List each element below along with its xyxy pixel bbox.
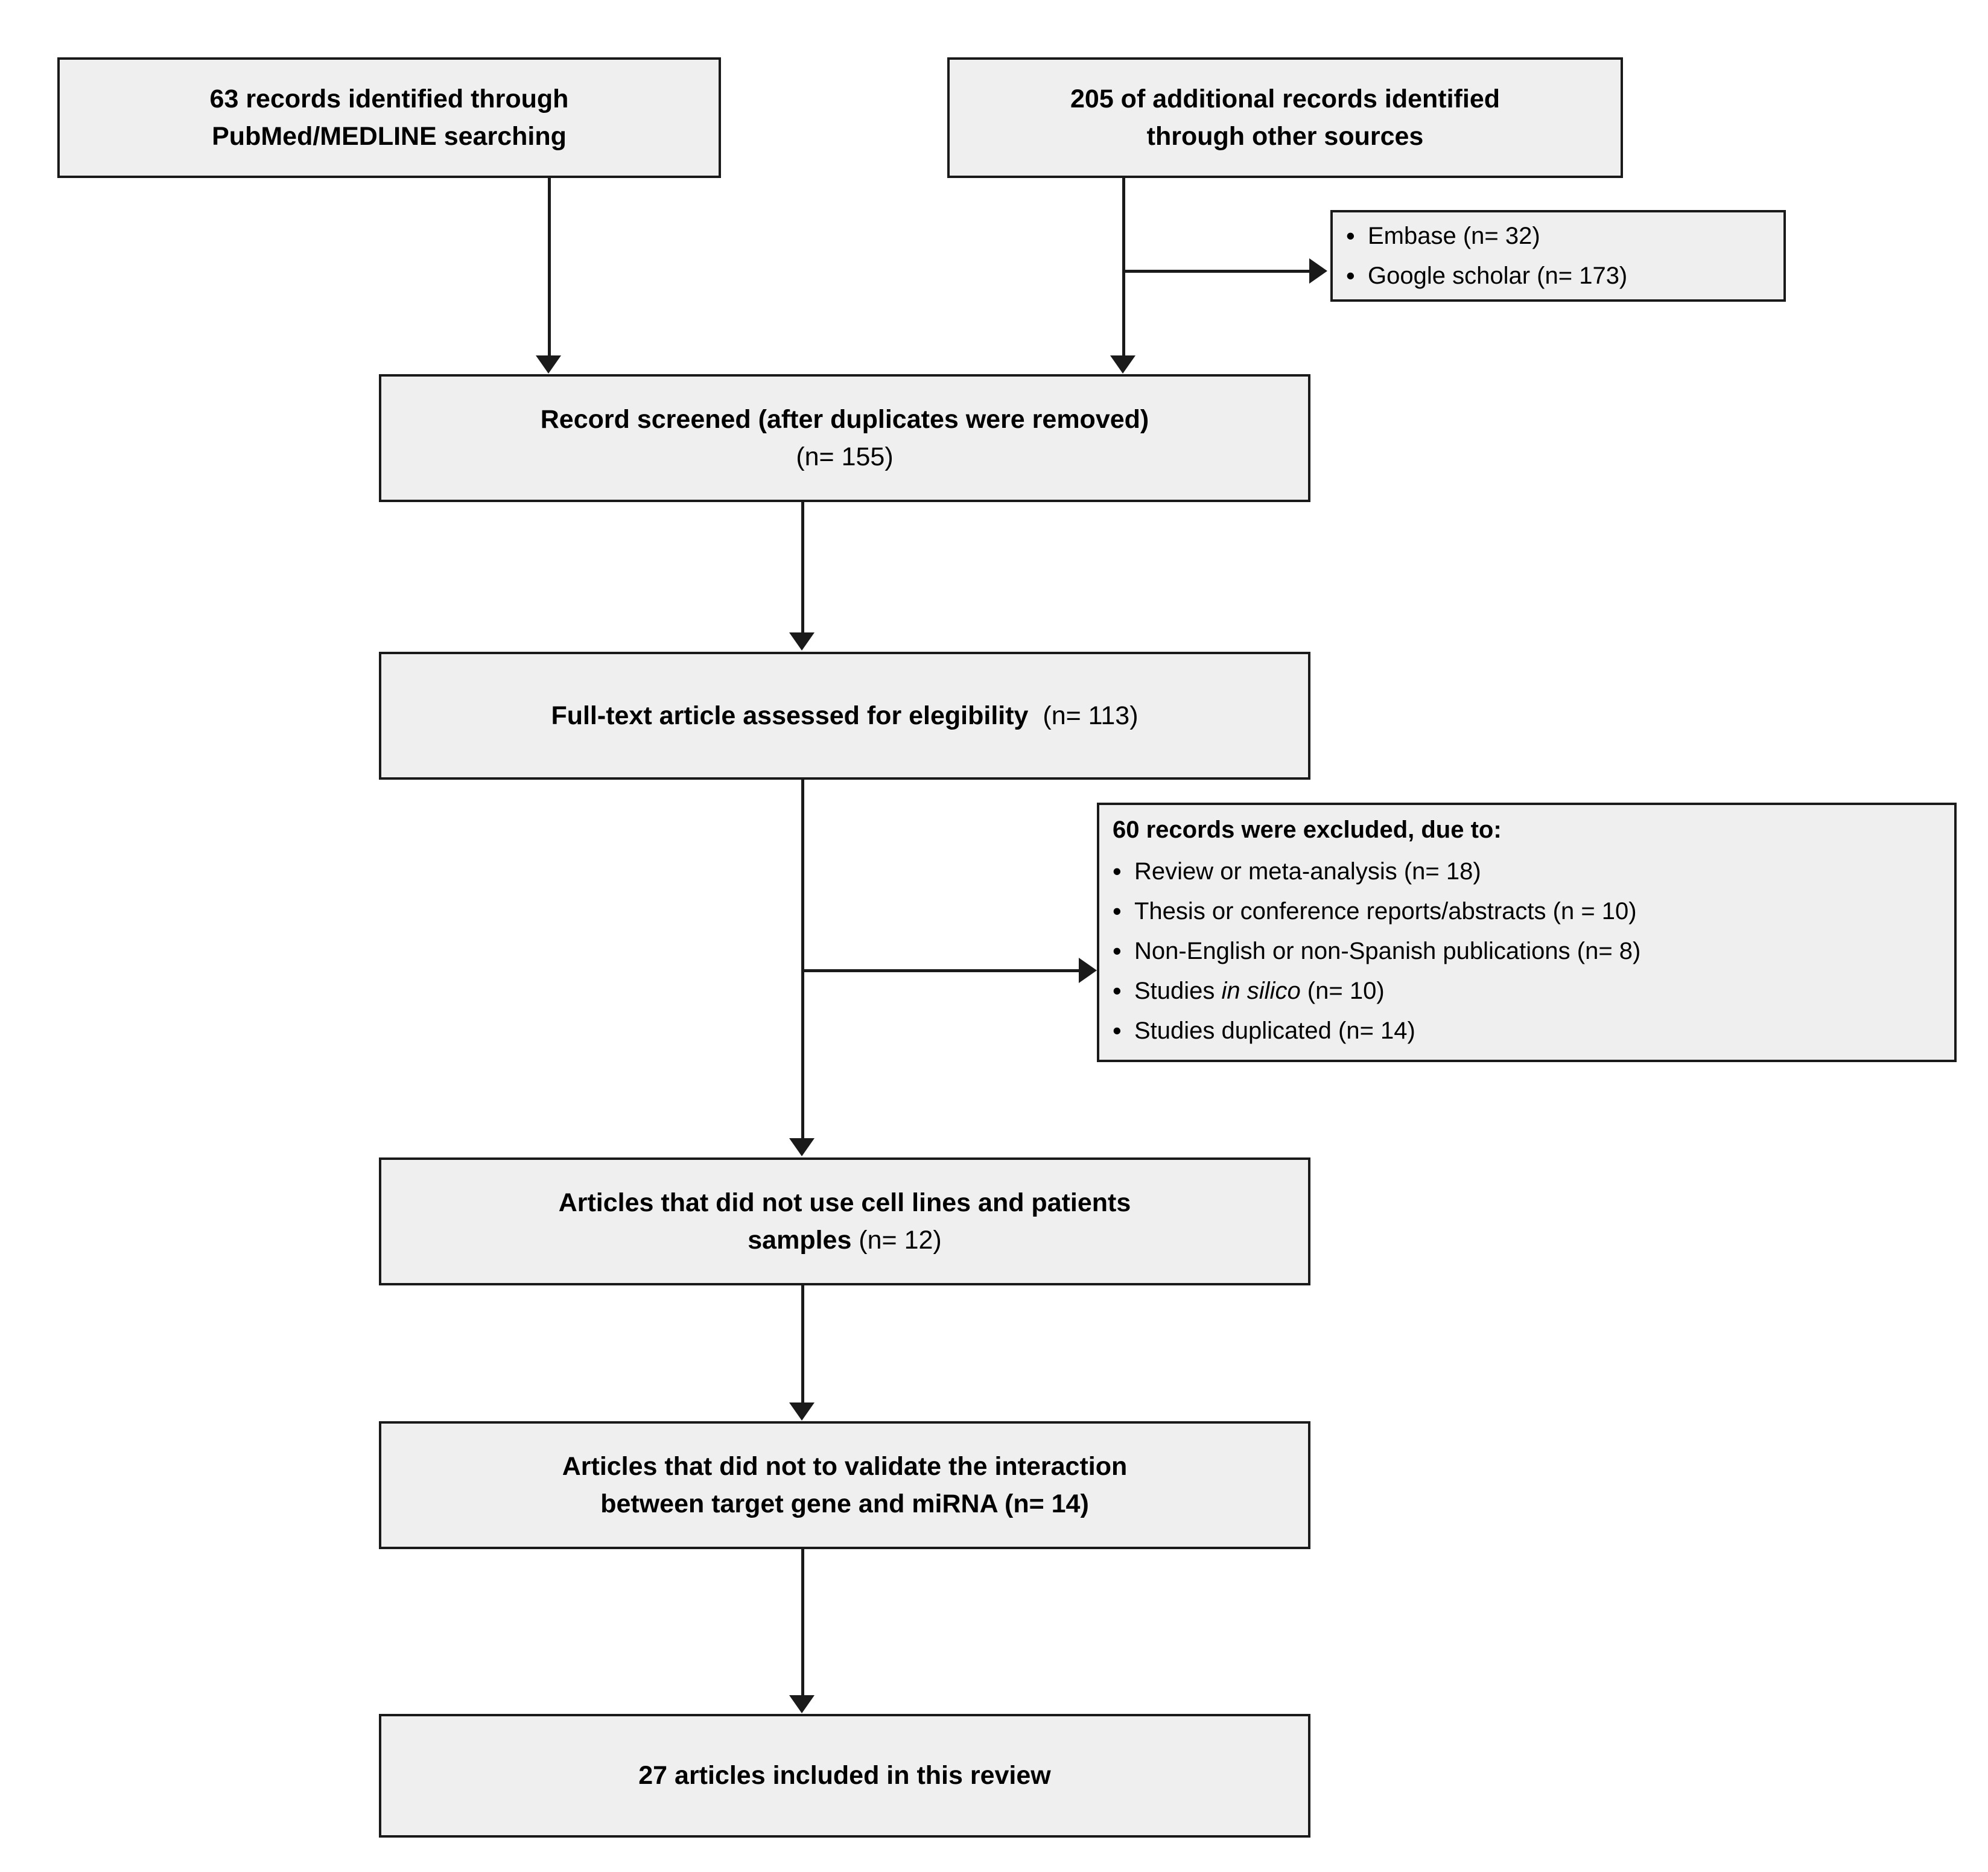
articles-included-box: 27 articles included in this review [379, 1714, 1310, 1838]
connector-nocelllines-to-novalidation-vertical [801, 1285, 804, 1404]
records-screened-box: Record screened (after duplicates were r… [379, 374, 1310, 502]
fulltext-assessed-label: Full-text article assessed for elegibili… [551, 701, 1029, 730]
connector-fulltext-to-excluded-arrowhead [1079, 958, 1097, 983]
other-sources-breakdown-list: Embase (n= 32) Google scholar (n= 173) [1333, 217, 1783, 294]
no-validation-line2: between target gene and miRNA (n= 14) [600, 1489, 1089, 1518]
connector-novalidation-to-included-vertical [801, 1549, 804, 1696]
list-item-embase: Embase (n= 32) [1333, 217, 1783, 255]
connector-db-to-screened-vertical [548, 178, 551, 357]
records-identified-database-line2: PubMed/MEDLINE searching [212, 122, 567, 151]
connector-nocelllines-to-novalidation-arrowhead [789, 1402, 815, 1421]
studies-in-silico-italic: in silico [1221, 977, 1301, 1004]
records-excluded-box: 60 records were excluded, due to: Review… [1097, 803, 1957, 1062]
list-item-non-english-spanish: Non-English or non-Spanish publications … [1099, 932, 1954, 970]
records-identified-other-sources-box: 205 of additional records identified thr… [947, 57, 1623, 178]
studies-in-silico-prefix: Studies [1134, 977, 1222, 1004]
list-item-google-scholar: Google scholar (n= 173) [1333, 256, 1783, 294]
records-identified-other-sources-line1: 205 of additional records identified [1070, 84, 1501, 113]
no-validation-box: Articles that did not to validate the in… [379, 1421, 1310, 1549]
other-sources-breakdown-box: Embase (n= 32) Google scholar (n= 173) [1330, 210, 1786, 302]
connector-other-to-breakdown-horizontal [1123, 270, 1310, 273]
records-identified-other-sources-line2: through other sources [1146, 122, 1424, 151]
no-cell-lines-box: Articles that did not use cell lines and… [379, 1157, 1310, 1285]
connector-fulltext-to-nocelllines-vertical [801, 780, 804, 1139]
fulltext-assessed-count: (n= 113) [1043, 701, 1138, 730]
records-excluded-list: Review or meta-analysis (n= 18) Thesis o… [1099, 852, 1954, 1049]
records-screened-count: (n= 155) [796, 442, 894, 471]
connector-other-to-screened-arrowhead [1110, 355, 1135, 374]
no-validation-line1: Articles that did not to validate the in… [562, 1451, 1128, 1481]
no-cell-lines-line2-bold: samples [748, 1226, 852, 1255]
connector-db-to-screened-arrowhead [536, 355, 561, 374]
records-identified-database-line1: 63 records identified through [209, 84, 569, 113]
studies-in-silico-suffix: (n= 10) [1300, 977, 1385, 1004]
records-identified-database-box: 63 records identified through PubMed/MED… [57, 57, 721, 178]
no-cell-lines-line1: Articles that did not use cell lines and… [558, 1188, 1131, 1217]
list-item-studies-duplicated: Studies duplicated (n= 14) [1099, 1011, 1954, 1049]
fulltext-assessed-box: Full-text article assessed for elegibili… [379, 652, 1310, 780]
list-item-studies-in-silico: Studies in silico (n= 10) [1099, 972, 1954, 1010]
connector-novalidation-to-included-arrowhead [789, 1695, 815, 1713]
articles-included-label: 27 articles included in this review [638, 1761, 1051, 1791]
connector-screened-to-fulltext-vertical [801, 502, 804, 634]
connector-other-to-screened-vertical [1122, 178, 1125, 357]
no-cell-lines-count: (n= 12) [851, 1226, 942, 1255]
records-excluded-title: 60 records were excluded, due to: [1113, 816, 1502, 843]
list-item-thesis-conference: Thesis or conference reports/abstracts (… [1099, 892, 1954, 930]
records-screened-line1: Record screened (after duplicates were r… [540, 404, 1149, 434]
connector-fulltext-to-excluded-horizontal [802, 969, 1080, 972]
connector-other-to-breakdown-arrowhead [1309, 258, 1327, 284]
connector-screened-to-fulltext-arrowhead [789, 632, 815, 651]
connector-fulltext-to-nocelllines-arrowhead [789, 1138, 815, 1156]
list-item-review-meta-analysis: Review or meta-analysis (n= 18) [1099, 852, 1954, 890]
